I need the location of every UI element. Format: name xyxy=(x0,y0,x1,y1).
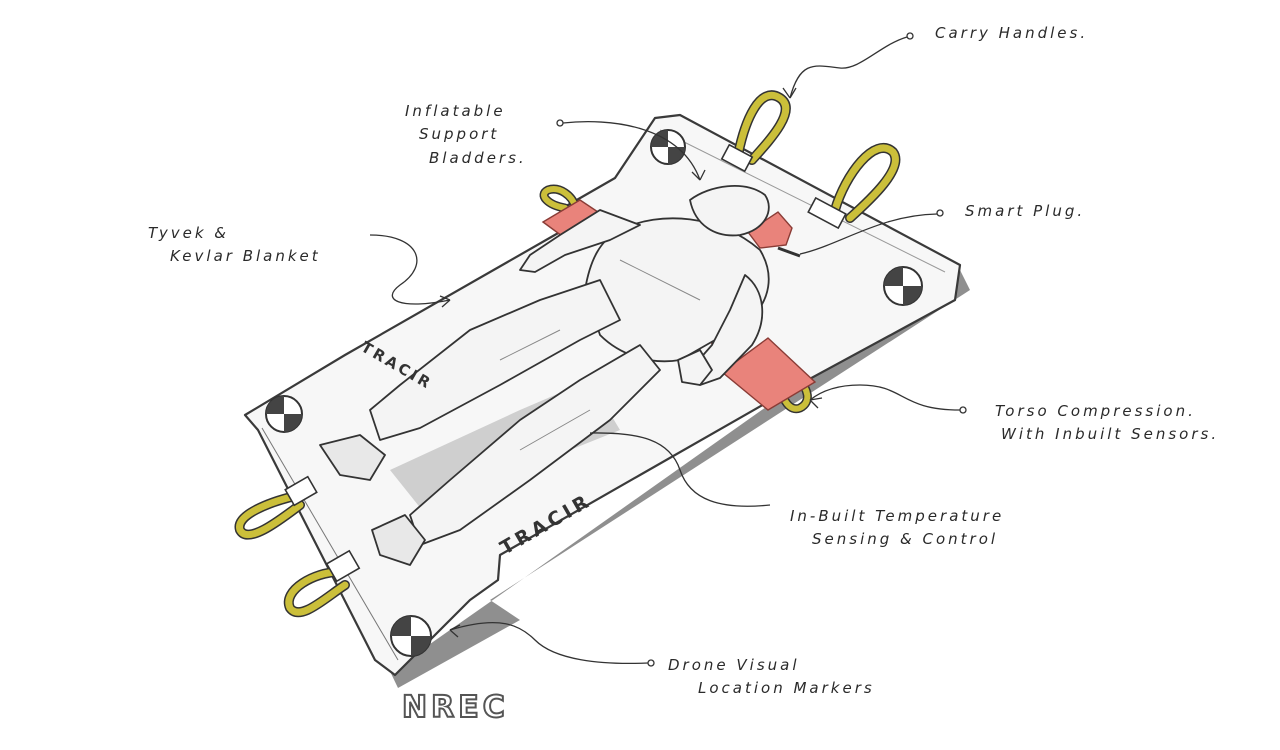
label-inflatable-bladders: Inflatable Support Bladders. xyxy=(405,100,527,170)
label-line: Inflatable xyxy=(405,102,506,120)
label-line: Drone Visual xyxy=(668,656,800,674)
label-torso-compression: Torso Compression. With Inbuilt Sensors. xyxy=(995,400,1219,447)
label-drone-markers: Drone Visual Location Markers xyxy=(668,654,875,701)
label-temperature: In-Built Temperature Sensing & Control xyxy=(790,505,1004,552)
nrec-logo: NREC xyxy=(401,689,509,726)
label-line: Kevlar Blanket xyxy=(170,247,321,266)
label-line: Torso Compression. xyxy=(995,402,1196,420)
carry-handle-icon xyxy=(234,491,305,540)
board-edge-line xyxy=(261,427,399,661)
label-line: Smart Plug. xyxy=(965,202,1086,220)
drone-marker-icon xyxy=(883,266,923,306)
strap-buckle-icon xyxy=(284,143,847,583)
label-line: Tyvek & xyxy=(148,224,229,242)
label-smart-plug: Smart Plug. xyxy=(965,200,1085,223)
label-line: Bladders. xyxy=(429,148,527,167)
label-line: Sensing & Control xyxy=(812,530,999,549)
label-line: Location Markers xyxy=(698,679,875,698)
label-line: With Inbuilt Sensors. xyxy=(1001,425,1220,444)
carry-handle-icon xyxy=(283,567,350,618)
drone-marker-icon xyxy=(390,615,432,657)
patient-figure xyxy=(319,185,770,566)
carry-handle-icon xyxy=(830,143,901,223)
label-carry-handles: Carry Handles. xyxy=(935,22,1088,45)
drone-marker-icon xyxy=(265,395,303,433)
smart-plug-icon xyxy=(777,246,801,258)
leader-lines xyxy=(369,32,967,667)
carry-handle-icon xyxy=(733,90,791,165)
carry-handle-icon xyxy=(539,184,580,213)
label-tyvek-blanket: Tyvek & Kevlar Blanket xyxy=(148,222,321,269)
label-line: Support xyxy=(419,125,500,144)
label-line: In-Built Temperature xyxy=(790,507,1005,525)
torso-compression-band xyxy=(720,337,817,411)
label-line: Carry Handles. xyxy=(935,24,1089,42)
board-edge-line xyxy=(659,129,946,273)
